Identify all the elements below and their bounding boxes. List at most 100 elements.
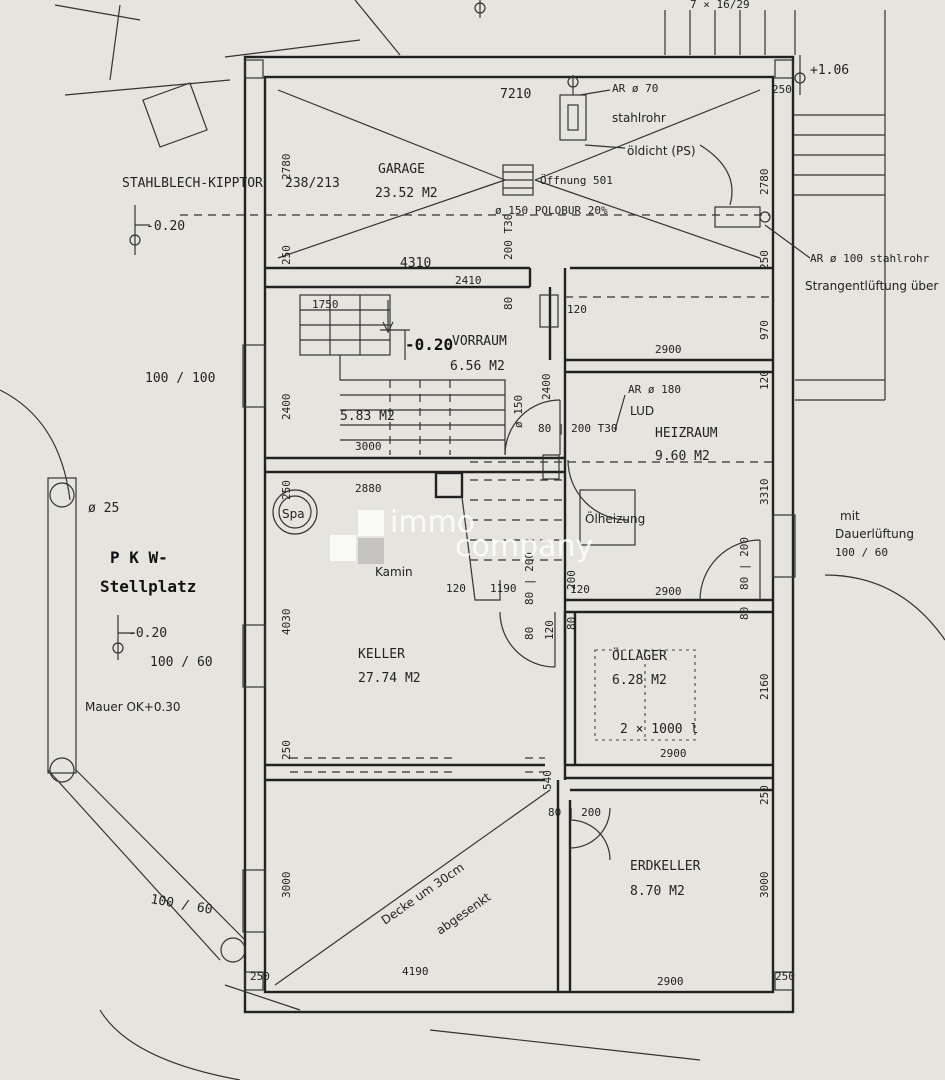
level-020b: -0.20 (405, 335, 453, 354)
stair (299, 294, 506, 455)
note-stahlrohr: stahlrohr (612, 111, 666, 125)
note-strang: Strangentlüftung über (805, 279, 938, 293)
spa-stamp-inner (278, 495, 312, 529)
note-ar180: AR ø 180 (628, 383, 681, 396)
note-oldicht: öldicht (PS) (627, 144, 696, 158)
door-80-200-t30d: 80 | 200 (523, 552, 536, 605)
dim-2400a: 2400 (280, 394, 293, 421)
dim-2400b: 2400 (540, 374, 553, 401)
dim-2410: 2410 (455, 274, 482, 287)
dim-250b: 250 (280, 480, 293, 500)
keller-name: KELLER (358, 647, 405, 662)
dim-3310: 3310 (758, 479, 771, 506)
dim-540: 540 (541, 770, 554, 790)
window-100-100: 100 / 100 (145, 371, 215, 386)
kipptor-size: 238/213 (285, 176, 340, 191)
level-020a: -0.20 (146, 219, 185, 234)
dim-1750: 1750 (312, 298, 339, 311)
dim-80b: 80 (523, 627, 536, 640)
spa-stamp-text: Spa (282, 507, 305, 521)
dim-2900d: 2900 (657, 975, 684, 988)
note-mauer: Mauer OK+0.30 (85, 700, 181, 714)
note-dauer2: Dauerlüftung (835, 527, 914, 541)
windows (242, 59, 796, 991)
door-200-t30a: 200 T30 (502, 214, 515, 260)
dim-250g: 250 (775, 970, 795, 983)
oellager-name: ÖLLAGER (612, 647, 667, 664)
dim-4030: 4030 (280, 609, 293, 636)
level-phi25: ø 25 (88, 501, 119, 516)
dim-1190: 1190 (490, 582, 517, 595)
dim-80c: 80 (738, 607, 751, 620)
stair-step-note: 7 × 16/29 (690, 0, 750, 11)
level-markers (112, 0, 806, 660)
note-phi150: ø 150 (512, 395, 525, 428)
garage-room (180, 75, 771, 259)
dim-250h: 250 (772, 83, 792, 96)
door-80-200-t30c: 80 | 200 (738, 537, 751, 590)
dim-120c: 120 (446, 582, 466, 595)
heizraum-name: HEIZRAUM (655, 426, 718, 441)
dim-2780b: 2780 (758, 169, 771, 196)
note-ar70: AR ø 70 (612, 82, 658, 95)
interior-walls (265, 266, 773, 992)
garage-area: 23.52 M2 (375, 186, 438, 201)
note-ar100: AR ø 100 stahlrohr (810, 252, 930, 265)
dim-2900c: 2900 (660, 747, 687, 760)
door-80-200-t30b: 80 | 200 T30 (538, 422, 617, 435)
dim-250d: 250 (758, 250, 771, 270)
note-polobur: ø 150 POLOBUR 20% (495, 204, 608, 217)
dim-250e: 250 (758, 785, 771, 805)
dim-120b: 120 (570, 583, 590, 596)
level-020c: -0.20 (128, 626, 167, 641)
level-106: +1.06 (810, 63, 849, 78)
dim-970: 970 (758, 320, 771, 340)
dim-3000b: 3000 (280, 872, 293, 899)
pkw-line1: P K W- (110, 548, 168, 567)
stair-area: 5.83 M2 (340, 409, 395, 424)
keller-hatch (274, 757, 551, 986)
dim-3000c: 3000 (758, 872, 771, 899)
note-dauer1: mit (840, 509, 860, 523)
dim-2900b: 2900 (655, 585, 682, 598)
heizraum-details (461, 296, 773, 741)
dim-7210: 7210 (500, 87, 531, 102)
kipptor-label: STAHLBLECH-KIPPTOR (122, 176, 263, 191)
note-oelheizung: Ölheizung (585, 510, 645, 526)
spa-stamp (272, 489, 318, 535)
dim-4190: 4190 (402, 965, 429, 978)
watermark-logo (330, 510, 384, 564)
dim-120a: 120 (567, 303, 587, 316)
dim-250a: 250 (280, 245, 293, 265)
note-lud: LUD (630, 404, 654, 418)
note-offnung: Öffnung 501 (540, 174, 613, 187)
note-kamin: Kamin (375, 565, 413, 579)
leader-lines (579, 89, 811, 431)
garage-name: GARAGE (378, 162, 425, 177)
dim-120e: 120 (543, 620, 556, 640)
dim-80a: 80 (502, 297, 515, 310)
dim-250c: 250 (280, 740, 293, 760)
door-80-200: 80 | 200 (548, 806, 601, 819)
dim-3000a: 3000 (355, 440, 382, 453)
keller-area: 27.74 M2 (358, 671, 421, 686)
erdkeller-area: 8.70 M2 (630, 884, 685, 899)
watermark-line2: company (455, 529, 593, 564)
heizraum-area: 9.60 M2 (655, 449, 710, 464)
dim-2160: 2160 (758, 674, 771, 701)
door-swings (499, 399, 761, 861)
pkw-line2: Stellplatz (100, 577, 196, 596)
erdkeller-name: ERDKELLER (630, 859, 701, 874)
watermark-line1: immo (390, 505, 475, 540)
window-100-60a: 100 / 60 (150, 655, 213, 670)
dim-250f: 250 (250, 970, 270, 983)
oellager-tank: 2 × 1000 l (620, 722, 698, 737)
dim-2880: 2880 (355, 482, 382, 495)
dim-80d: 80 (565, 617, 578, 630)
dim-4310: 4310 (400, 256, 431, 271)
vorraum-name: VORRAUM (452, 334, 507, 349)
dim-2780a: 2780 (280, 154, 293, 181)
dim-2900a: 2900 (655, 343, 682, 356)
